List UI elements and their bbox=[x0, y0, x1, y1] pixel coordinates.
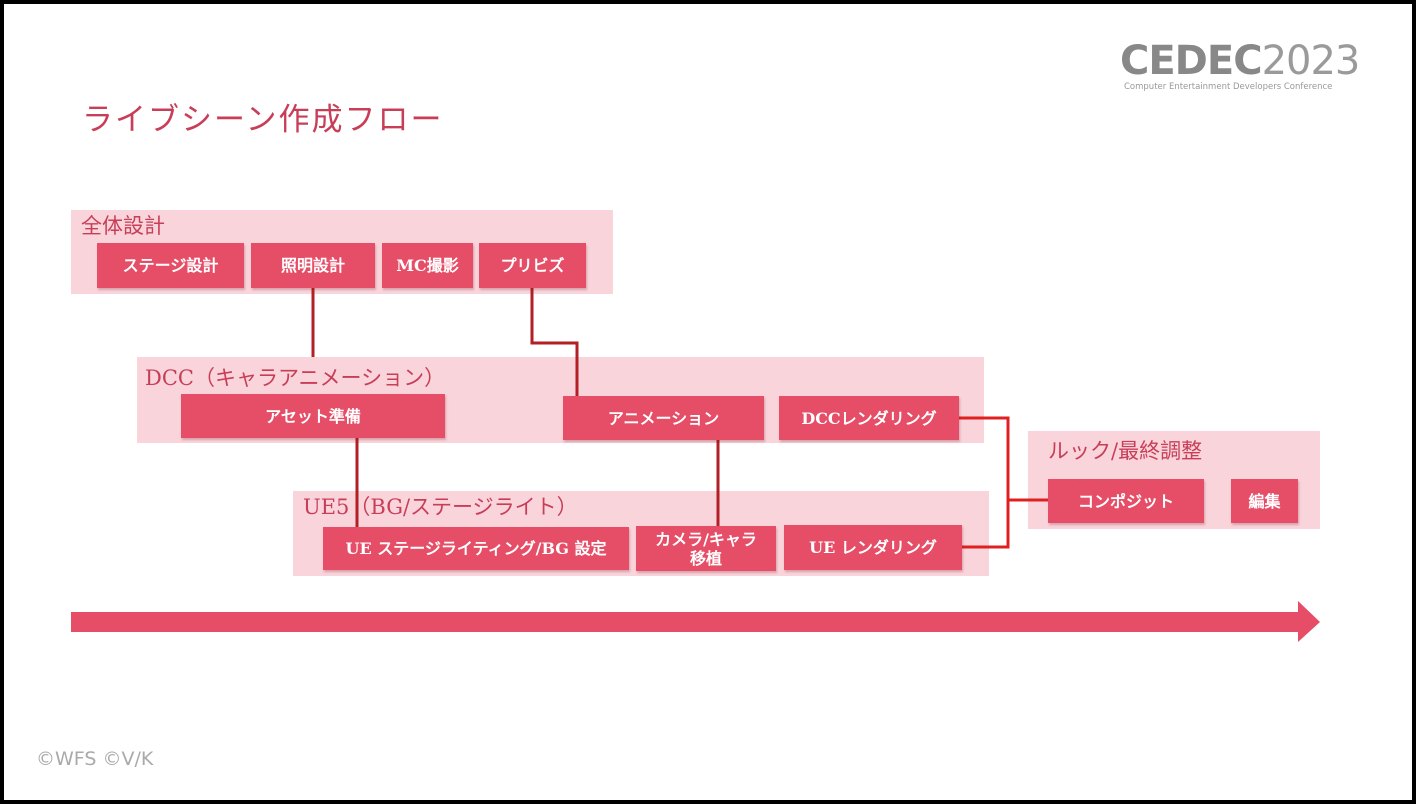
box-dcc-render: DCCレンダリング bbox=[779, 396, 959, 440]
page-title: ライブシーン作成フロー bbox=[82, 102, 444, 138]
group-label-ue5: UE5（BG/ステージライト） bbox=[303, 495, 578, 519]
box-composite: コンポジット bbox=[1048, 479, 1204, 523]
connector-previz-to-animation bbox=[530, 288, 579, 396]
timeline-arrow bbox=[71, 601, 1320, 642]
connector-renders-to-composite bbox=[958, 416, 1048, 549]
box-lighting-design: 照明設計 bbox=[251, 243, 375, 288]
group-label-look: ルック/最終調整 bbox=[1048, 439, 1203, 463]
box-edit: 編集 bbox=[1231, 479, 1298, 523]
box-asset-prep: アセット準備 bbox=[181, 394, 445, 438]
logo-subtitle: Computer Entertainment Developers Confer… bbox=[1124, 82, 1333, 92]
cedec-logo: CEDEC2023 bbox=[1120, 38, 1360, 84]
box-mc-shoot: MC撮影 bbox=[382, 243, 473, 288]
group-label-design: 全体設計 bbox=[81, 214, 165, 238]
logo-year-text: 2023 bbox=[1261, 38, 1361, 84]
box-ue-render: UE レンダリング bbox=[784, 525, 962, 570]
box-camera-char: カメラ/キャラ 移植 bbox=[636, 526, 776, 571]
box-stage-design: ステージ設計 bbox=[97, 243, 244, 288]
logo-main-text: CEDEC bbox=[1120, 38, 1263, 84]
group-label-dcc: DCC（キャラアニメーション） bbox=[145, 366, 446, 390]
box-ue-stage-lighting: UE ステージライティング/BG 設定 bbox=[323, 527, 629, 570]
box-previz: プリビズ bbox=[479, 243, 586, 288]
box-animation: アニメーション bbox=[563, 396, 764, 440]
copyright-notice: ©WFS ©V/K bbox=[36, 748, 154, 770]
